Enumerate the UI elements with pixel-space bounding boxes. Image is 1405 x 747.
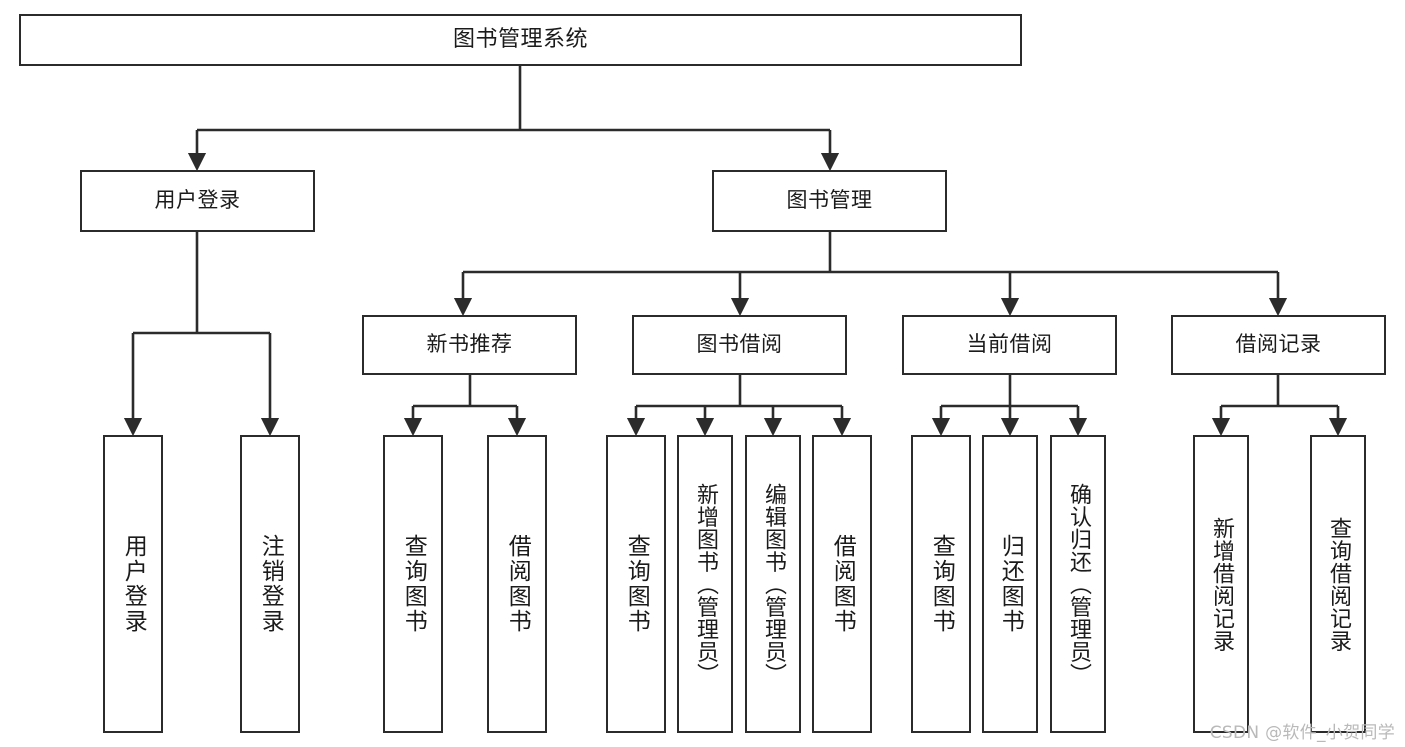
leaf-cb-query-book-label: 查询图书 [928,534,955,634]
node-borrow-record[interactable]: 借阅记录 [1171,315,1386,375]
leaf-user-login[interactable]: 用户登录 [103,435,163,733]
node-new-book-recommend[interactable]: 新书推荐 [362,315,577,375]
leaf-bb-edit-book-label: 编辑图书（管理员） [760,482,786,686]
leaf-logout[interactable]: 注销登录 [240,435,300,733]
leaf-br-query-record-label: 查询借阅记录 [1325,516,1351,652]
node-book-borrow[interactable]: 图书借阅 [632,315,847,375]
leaf-nb-query-book[interactable]: 查询图书 [383,435,443,733]
leaf-cb-query-book[interactable]: 查询图书 [911,435,971,733]
leaf-cb-confirm-return[interactable]: 确认归还（管理员） [1050,435,1106,733]
leaf-bb-query-book-label: 查询图书 [623,534,650,634]
node-user-login-label: 用户登录 [154,188,241,213]
leaf-bb-add-book[interactable]: 新增图书（管理员） [677,435,733,733]
node-book-management-label: 图书管理 [786,188,873,213]
leaf-cb-return-book[interactable]: 归还图书 [982,435,1038,733]
node-new-book-recommend-label: 新书推荐 [426,332,513,357]
node-borrow-record-label: 借阅记录 [1235,332,1322,357]
leaf-bb-borrow-book[interactable]: 借阅图书 [812,435,872,733]
leaf-user-login-label: 用户登录 [120,534,147,634]
node-current-borrow[interactable]: 当前借阅 [902,315,1117,375]
node-root[interactable]: 图书管理系统 [19,14,1022,66]
leaf-bb-add-book-label: 新增图书（管理员） [692,482,718,686]
leaf-nb-query-book-label: 查询图书 [400,534,427,634]
leaf-bb-edit-book[interactable]: 编辑图书（管理员） [745,435,801,733]
leaf-br-query-record[interactable]: 查询借阅记录 [1310,435,1366,733]
leaf-cb-confirm-return-label: 确认归还（管理员） [1065,482,1091,686]
node-user-login[interactable]: 用户登录 [80,170,315,232]
leaf-nb-borrow-book-label: 借阅图书 [504,534,531,634]
leaf-bb-borrow-book-label: 借阅图书 [829,534,856,634]
node-current-borrow-label: 当前借阅 [966,332,1053,357]
node-root-label: 图书管理系统 [452,26,588,52]
leaf-logout-label: 注销登录 [257,534,284,634]
leaf-br-add-record-label: 新增借阅记录 [1208,516,1234,652]
node-book-management[interactable]: 图书管理 [712,170,947,232]
leaf-cb-return-book-label: 归还图书 [997,534,1024,634]
leaf-br-add-record[interactable]: 新增借阅记录 [1193,435,1249,733]
watermark: CSDN @软件_小贺同学 [1209,723,1395,743]
leaf-nb-borrow-book[interactable]: 借阅图书 [487,435,547,733]
node-book-borrow-label: 图书借阅 [696,332,783,357]
leaf-bb-query-book[interactable]: 查询图书 [606,435,666,733]
